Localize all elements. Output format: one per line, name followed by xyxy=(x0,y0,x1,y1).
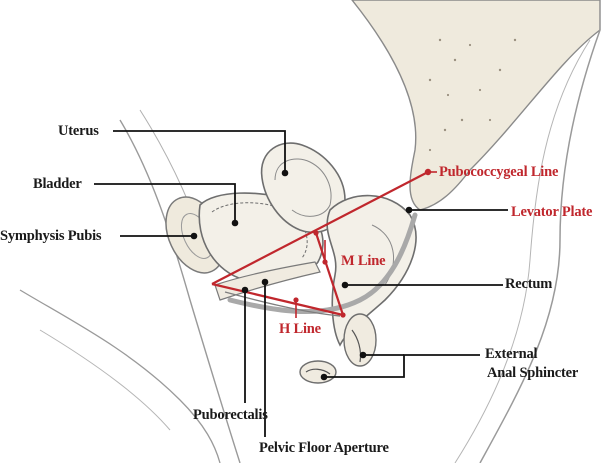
label-rectum: Rectum xyxy=(505,277,552,292)
label-external-anal-sphincter-line2: Anal Sphincter xyxy=(487,366,578,381)
m-line-top xyxy=(313,230,318,235)
label-pubococcygeal-line: Pubococcygeal Line xyxy=(439,165,558,180)
h-line-end xyxy=(340,312,345,317)
label-pelvic-floor-aperture: Pelvic Floor Aperture xyxy=(259,441,389,456)
label-puborectalis: Puborectalis xyxy=(193,408,268,423)
label-bladder: Bladder xyxy=(33,177,82,192)
label-m-line: M Line xyxy=(341,254,385,269)
label-uterus: Uterus xyxy=(58,124,99,139)
thigh-contour xyxy=(20,290,220,463)
thigh-contour-2 xyxy=(40,330,170,430)
label-external-anal-sphincter-line1: External xyxy=(485,347,537,362)
anal-sphincter-lower xyxy=(300,361,336,383)
label-h-line: H Line xyxy=(279,322,321,337)
leader-uterus xyxy=(113,131,285,172)
leader-external-anal-sphincter xyxy=(324,355,480,377)
label-symphysis-pubis: Symphysis Pubis xyxy=(0,229,101,244)
label-levator-plate: Levator Plate xyxy=(511,205,592,220)
